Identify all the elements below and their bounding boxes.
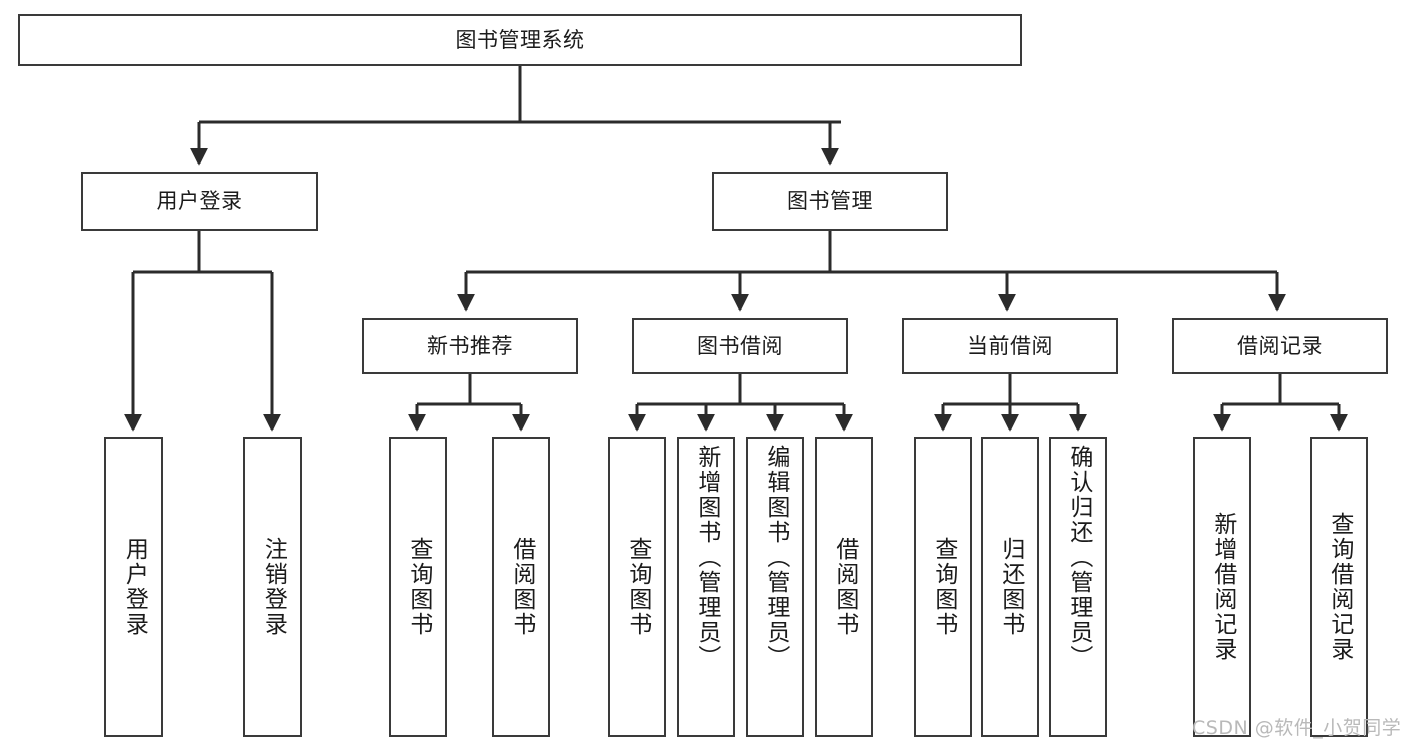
node-new-book-recommend-label: 新书推荐	[427, 333, 513, 358]
node-book-borrow-label: 图书借阅	[697, 333, 783, 358]
node-leaf-edit-book-admin[interactable]: 编辑图书（管理员）	[746, 437, 804, 737]
node-leaf-add-borrow-record[interactable]: 新增借阅记录	[1193, 437, 1251, 737]
node-leaf-query-book-1-label: 查询图书	[405, 537, 432, 637]
node-new-book-recommend[interactable]: 新书推荐	[362, 318, 578, 374]
node-leaf-logout[interactable]: 注销登录	[243, 437, 302, 737]
node-leaf-logout-label: 注销登录	[260, 537, 287, 637]
node-leaf-borrow-book-1[interactable]: 借阅图书	[492, 437, 550, 737]
node-leaf-add-book-admin-label: 新增图书（管理员）	[693, 445, 720, 670]
node-leaf-borrow-book-2-label: 借阅图书	[831, 537, 858, 637]
node-root[interactable]: 图书管理系统	[18, 14, 1022, 66]
node-leaf-add-book-admin[interactable]: 新增图书（管理员）	[677, 437, 735, 737]
node-leaf-user-login-label: 用户登录	[121, 537, 148, 637]
node-leaf-return-book[interactable]: 归还图书	[981, 437, 1039, 737]
node-leaf-query-book-2[interactable]: 查询图书	[608, 437, 666, 737]
node-book-borrow[interactable]: 图书借阅	[632, 318, 848, 374]
node-leaf-edit-book-admin-label: 编辑图书（管理员）	[762, 445, 789, 670]
node-leaf-query-book-1[interactable]: 查询图书	[389, 437, 447, 737]
node-leaf-return-book-label: 归还图书	[997, 537, 1024, 637]
node-leaf-user-login[interactable]: 用户登录	[104, 437, 163, 737]
node-current-borrow-label: 当前借阅	[967, 333, 1053, 358]
node-root-label: 图书管理系统	[455, 27, 585, 52]
node-leaf-add-borrow-record-label: 新增借阅记录	[1209, 512, 1236, 662]
node-leaf-query-book-3[interactable]: 查询图书	[914, 437, 972, 737]
node-current-borrow[interactable]: 当前借阅	[902, 318, 1118, 374]
node-leaf-query-borrow-record[interactable]: 查询借阅记录	[1310, 437, 1368, 737]
node-leaf-borrow-book-1-label: 借阅图书	[508, 537, 535, 637]
node-user-login[interactable]: 用户登录	[81, 172, 318, 231]
node-leaf-confirm-return-admin[interactable]: 确认归还（管理员）	[1049, 437, 1107, 737]
node-borrow-record-label: 借阅记录	[1237, 333, 1323, 358]
node-book-management-label: 图书管理	[787, 189, 873, 213]
node-user-login-label: 用户登录	[156, 189, 243, 213]
node-leaf-borrow-book-2[interactable]: 借阅图书	[815, 437, 873, 737]
node-leaf-query-book-2-label: 查询图书	[624, 537, 651, 637]
node-leaf-query-borrow-record-label: 查询借阅记录	[1326, 512, 1353, 662]
node-leaf-confirm-return-admin-label: 确认归还（管理员）	[1065, 445, 1092, 670]
csdn-watermark: CSDN @软件_小贺同学	[1192, 717, 1402, 739]
node-book-management[interactable]: 图书管理	[712, 172, 948, 231]
node-leaf-query-book-3-label: 查询图书	[930, 537, 957, 637]
node-borrow-record[interactable]: 借阅记录	[1172, 318, 1388, 374]
